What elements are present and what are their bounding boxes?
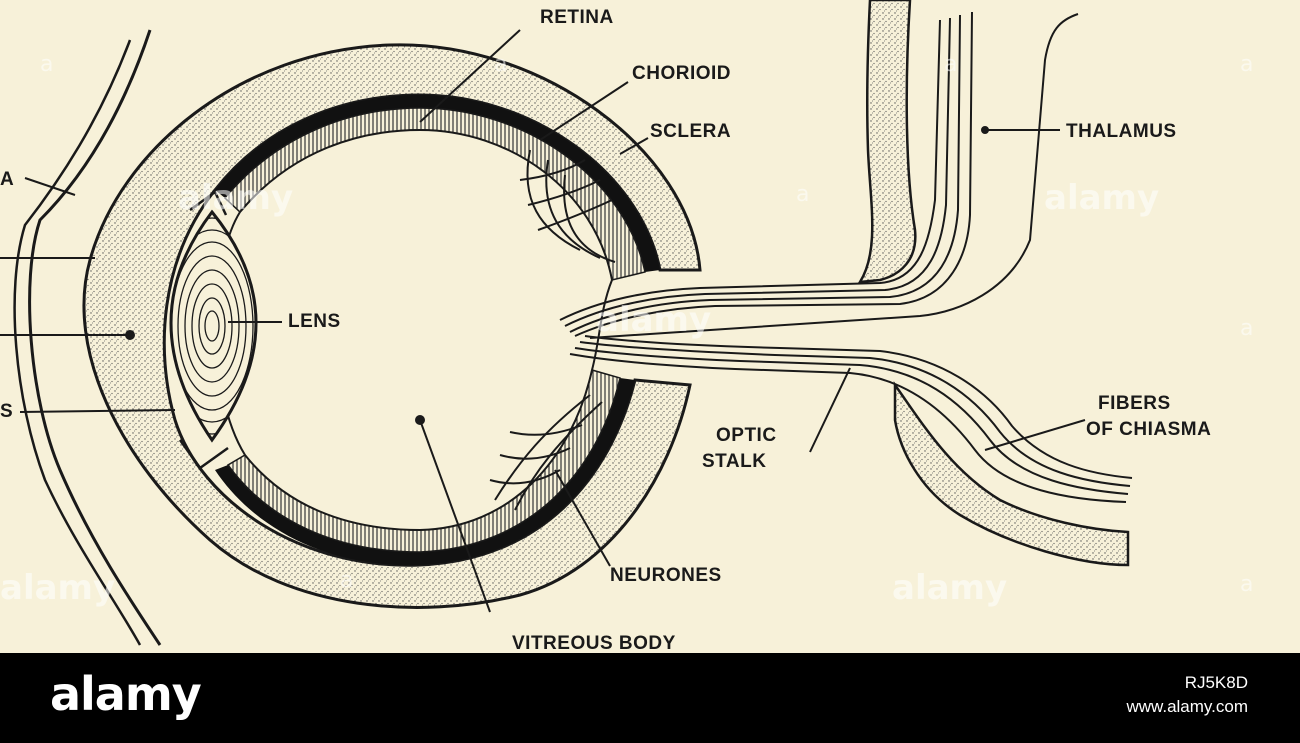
vitreous-body xyxy=(215,128,614,532)
label-optic-line2: STALK xyxy=(702,451,767,472)
site-url[interactable]: www.alamy.com xyxy=(1126,697,1248,716)
skin-outer-line xyxy=(28,29,162,646)
watermark-letter: a xyxy=(40,52,54,77)
optic-stalk-fibers xyxy=(559,11,1133,503)
neurone-fibers xyxy=(489,149,616,511)
lens-rings xyxy=(171,217,256,435)
ciliary-lower xyxy=(178,439,229,470)
watermark-letter: a xyxy=(1240,316,1254,341)
label-neurones: NEURONES xyxy=(610,565,722,586)
label-retina: RETINA xyxy=(540,7,614,28)
watermark-letter: a xyxy=(1240,572,1254,597)
label-chorioid: CHORIOID xyxy=(632,63,731,84)
label-fibers-line1: FIBERS xyxy=(1098,393,1171,414)
optic-stalk-wall-upper xyxy=(857,0,917,284)
label-cut-a: A xyxy=(0,169,15,190)
label-cut-s: S xyxy=(0,401,14,422)
image-id: RJ5K8D xyxy=(1184,673,1248,692)
watermark: alamy xyxy=(1044,178,1160,218)
label-sclera: SCLERA xyxy=(650,121,732,142)
watermark-letter: a xyxy=(796,182,810,207)
chorioid-band-lower xyxy=(215,378,635,566)
watermark: alamy xyxy=(892,568,1008,608)
eye-diagram-drawing xyxy=(0,0,1133,646)
watermark-letter: a xyxy=(1240,52,1254,77)
brand-logo[interactable]: alamy xyxy=(50,667,202,721)
image-info: RJ5K8D www.alamy.com xyxy=(1126,671,1248,719)
ciliary-upper xyxy=(189,190,228,216)
skin-inner-line xyxy=(13,39,142,646)
label-thalamus: THALAMUS xyxy=(1066,121,1177,142)
label-fibers-line2: OF CHIASMA xyxy=(1086,419,1212,440)
watermark: alamy xyxy=(0,568,116,608)
leader-lines xyxy=(0,29,1086,613)
eye-diagram: RETINA CHORIOID SCLERA THALAMUS LENS FIB… xyxy=(0,0,1300,653)
label-optic-line1: OPTIC xyxy=(716,425,777,446)
label-lens: LENS xyxy=(288,311,341,332)
footer-bar: alamy RJ5K8D www.alamy.com xyxy=(0,653,1300,743)
watermark: alamy xyxy=(178,178,294,218)
label-vitreous-body: VITREOUS BODY xyxy=(512,633,676,654)
watermark-letter: a xyxy=(494,52,508,77)
watermark: alamy xyxy=(596,300,712,340)
watermark-letter: a xyxy=(340,568,354,593)
optic-stalk-wall-lower xyxy=(893,381,1130,567)
chorioid-band xyxy=(215,95,660,272)
watermark-letter: a xyxy=(944,52,958,77)
